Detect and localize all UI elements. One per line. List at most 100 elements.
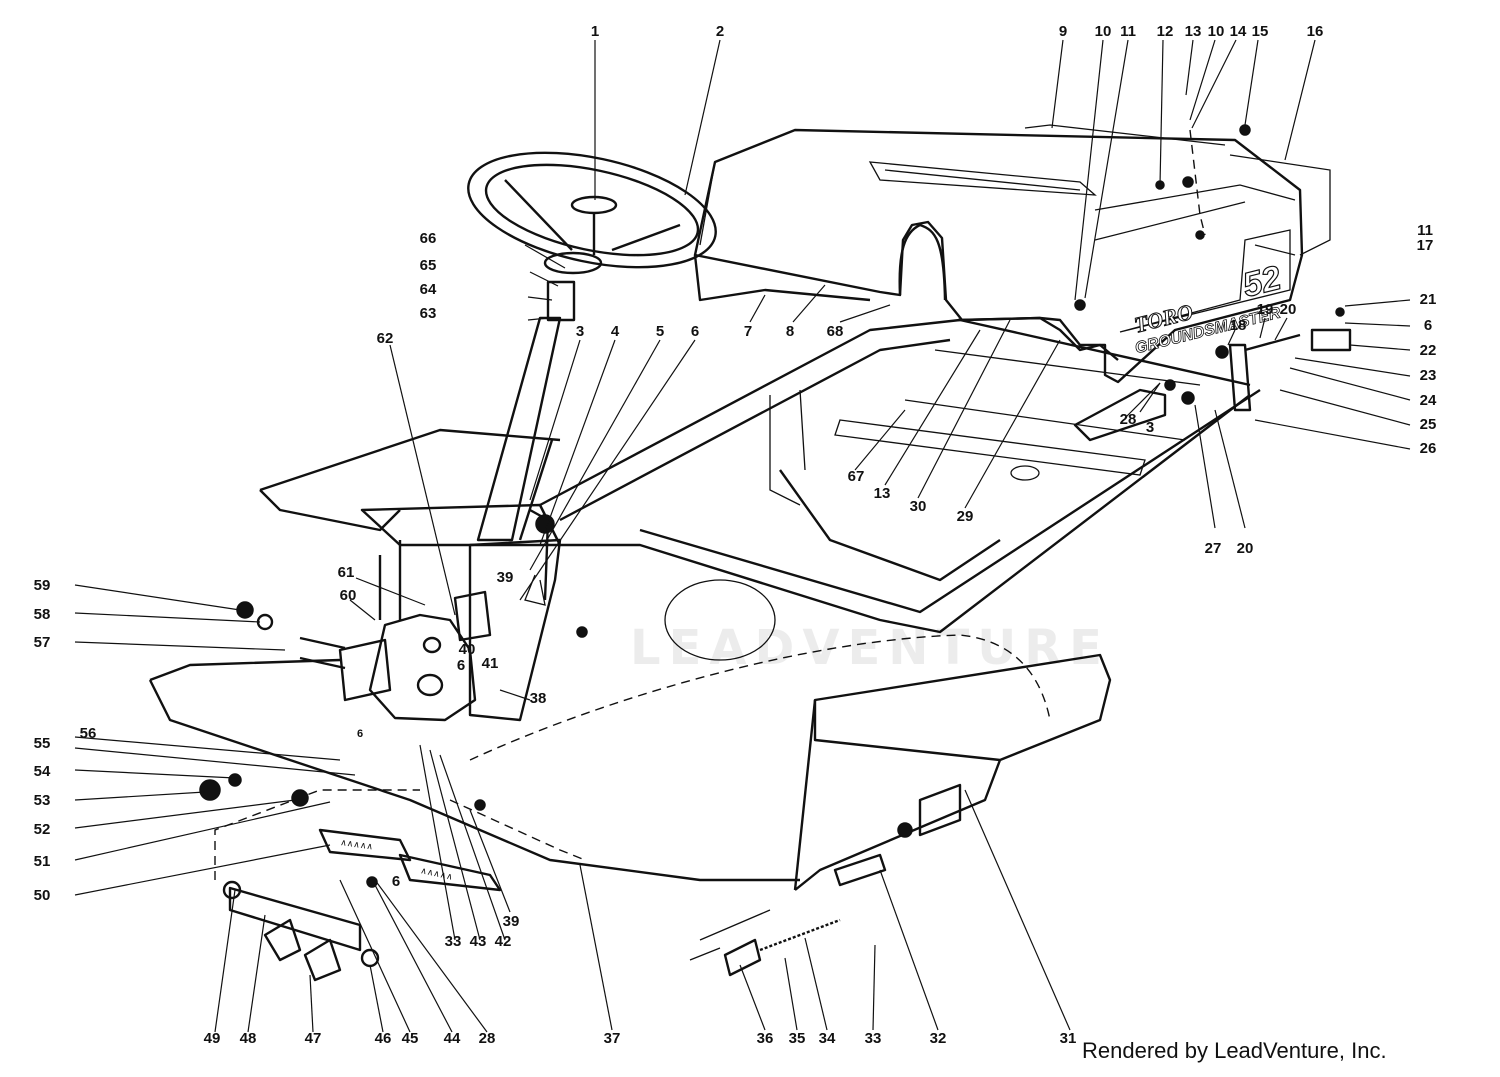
callout-11: 11 [1120,23,1136,40]
callout-49: 49 [204,1030,221,1047]
callout-3b: 3 [576,323,584,340]
callout-52: 52 [34,821,51,838]
hood [693,128,1304,384]
main-frame [538,318,1261,634]
callout-28a: 28 [1120,411,1137,428]
callout-28b: 28 [479,1030,496,1047]
pedal-tread-right: ∧∧∧∧∧ [419,866,453,883]
callout-12: 12 [1157,23,1174,40]
callout-45: 45 [402,1030,419,1047]
callout-60: 60 [340,587,357,604]
callout-43: 43 [470,933,487,950]
callout-6c: 6 [457,657,465,674]
body-skirt [148,579,1112,891]
callout-50: 50 [34,887,51,904]
hydrostat-assembly [299,508,562,722]
pedal-assembly [214,789,586,982]
callout-44: 44 [444,1030,461,1047]
callout-9: 9 [1059,23,1067,40]
callout-6d: 6 [357,728,363,740]
callout-14: 14 [1230,23,1247,40]
callout-18: 18 [1230,317,1247,334]
callout-38: 38 [530,690,547,707]
callout-6a: 6 [1424,317,1432,334]
callout-6b: 6 [691,323,699,340]
callout-59: 59 [34,577,51,594]
callout-56: 56 [80,725,97,742]
callout-8: 8 [786,323,794,340]
callout-19: 19 [1257,301,1274,318]
callout-32: 32 [930,1030,947,1047]
callout-30: 30 [910,498,927,515]
callout-51: 51 [34,853,51,870]
hardware [199,124,1345,888]
callout-47: 47 [305,1030,322,1047]
callout-37: 37 [604,1030,621,1047]
callout-53: 53 [34,792,51,809]
callout-66: 66 [420,230,437,247]
callout-11b: 11 [1417,222,1433,239]
watermark: LEADVENTURE [630,620,1110,676]
callout-5: 5 [656,323,664,340]
callout-39b: 39 [503,913,520,930]
callout-24: 24 [1420,392,1437,409]
callout-63: 63 [420,305,437,322]
callout-67: 67 [848,468,865,485]
callout-61: 61 [338,564,355,581]
leader-lines [74,39,1411,1033]
spring-linkage [689,783,962,977]
render-credit: Rendered by LeadVenture, Inc. [1082,1038,1387,1063]
steering-column [476,280,576,542]
callout-46: 46 [375,1030,392,1047]
callout-6e: 6 [392,873,400,890]
callout-20a: 20 [1280,301,1297,318]
callout-33a: 33 [445,933,462,950]
callout-57: 57 [34,634,51,651]
callout-58: 58 [34,606,51,623]
callout-3a: 3 [1146,419,1154,436]
callout-1: 1 [591,23,599,40]
rear-panel [1024,124,1331,256]
callout-21: 21 [1420,291,1437,308]
callout-23: 23 [1420,367,1437,384]
decal-number: 52 [1239,259,1285,305]
callout-15: 15 [1252,23,1269,40]
steering-wheel [467,151,717,275]
callout-64: 64 [420,281,437,298]
callout-42: 42 [495,933,512,950]
callout-54: 54 [34,763,51,780]
callout-17: 17 [1417,237,1434,254]
artwork: TORO GROUNDSMASTER 52 ∧∧∧∧∧ ∧∧∧∧∧ [148,124,1352,982]
callout-35: 35 [789,1030,806,1047]
callout-34: 34 [819,1030,836,1047]
callout-29: 29 [957,508,974,525]
callout-13b: 13 [874,485,891,502]
callout-33b: 33 [865,1030,882,1047]
callout-27: 27 [1205,540,1222,557]
callout-48: 48 [240,1030,257,1047]
callout-4: 4 [611,323,620,340]
callout-26: 26 [1420,440,1437,457]
callout-7: 7 [744,323,752,340]
callout-numbers: 1 2 9 10 11 12 13 10 14 15 16 11 17 21 6… [34,23,1437,1047]
callout-62: 62 [377,330,394,347]
pedal-tread-left: ∧∧∧∧∧ [340,838,374,852]
right-linkage [1164,328,1352,412]
callout-20b: 20 [1237,540,1254,557]
callout-41: 41 [482,655,499,672]
callout-39a: 39 [497,569,514,586]
callout-36: 36 [757,1030,774,1047]
callout-2: 2 [716,23,724,40]
callout-13: 13 [1185,23,1202,40]
callout-40: 40 [459,641,476,658]
callout-16: 16 [1307,23,1324,40]
callout-31: 31 [1060,1030,1077,1047]
callout-22: 22 [1420,342,1437,359]
callout-25: 25 [1420,416,1437,433]
callout-10b: 10 [1208,23,1225,40]
callout-55: 55 [34,735,51,752]
callout-68: 68 [827,323,844,340]
callout-10: 10 [1095,23,1112,40]
